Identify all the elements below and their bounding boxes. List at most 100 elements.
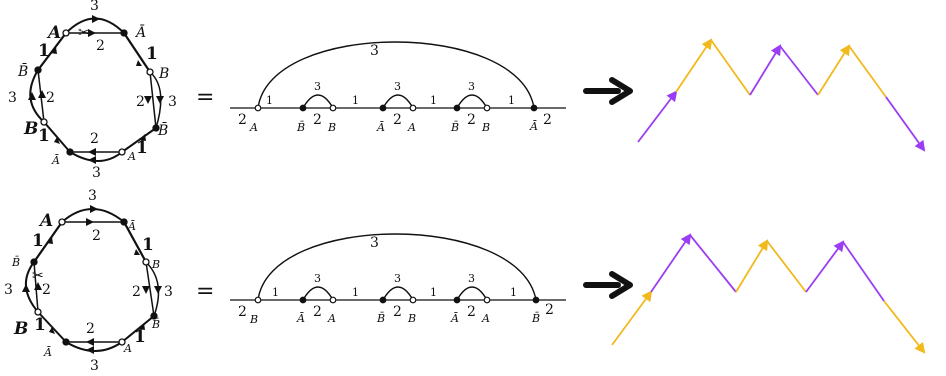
cell-right: B <box>407 312 416 325</box>
zigzag-segment <box>689 234 737 293</box>
label-A: A <box>38 211 53 231</box>
strip-cell: 3 Ā 2 A <box>376 80 416 134</box>
cell-left: B̄ <box>450 121 459 134</box>
equals-sign: = <box>196 85 214 110</box>
label-B-left: B <box>23 119 38 139</box>
label-A-bottom: A <box>123 342 132 355</box>
strip-right-sub: Ā <box>529 120 538 133</box>
link-label: 1 <box>352 94 359 107</box>
edge-label: 1 <box>34 315 46 335</box>
edge-label: 3 <box>4 282 13 298</box>
cell-right: A <box>407 121 416 134</box>
zigzag-segment <box>710 39 751 96</box>
edge-label: 3 <box>8 90 17 106</box>
edge-label: 2 <box>132 284 141 300</box>
edge-label: 3 <box>90 358 99 374</box>
label-Abar: Ā <box>127 220 136 233</box>
edge-label: 1 <box>32 231 44 251</box>
cell-mid: 2 <box>467 112 476 128</box>
zigzag-segment <box>848 45 887 98</box>
row1-chord-strip: 3 2 A 2 Ā 1 1 1 1 3 B̄ 2 B 3 Ā 2 A 3 B̄ … <box>230 41 566 134</box>
strip-right-end: 2 <box>543 112 552 128</box>
link-label: 1 <box>352 286 359 299</box>
cell-left: Ā <box>376 121 385 134</box>
label-Bbar-left: B̄ <box>11 256 20 269</box>
edge-label: 2 <box>96 38 105 54</box>
outer-arc-label: 3 <box>370 43 379 59</box>
cell-left: Ā <box>450 312 459 325</box>
cell-mid: 2 <box>393 112 402 128</box>
edge-label: 3 <box>92 165 101 181</box>
label-Abar-bottom: Ā <box>43 346 52 359</box>
row2-zigzag-path <box>611 233 926 354</box>
strip-cell: 3 Ā 2 A <box>296 272 336 325</box>
edge-label: 1 <box>38 41 50 61</box>
label-B: B <box>158 66 169 82</box>
edge-label: 1 <box>38 126 50 146</box>
zigzag-segment <box>637 90 678 143</box>
edge-label: 1 <box>146 44 158 64</box>
label-B: B <box>151 258 160 271</box>
link-label: 1 <box>508 94 515 107</box>
cell-top: 3 <box>314 80 321 93</box>
outer-arc-label: 3 <box>370 235 379 251</box>
edge-label: 2 <box>42 282 51 298</box>
edge-label: 1 <box>134 327 146 347</box>
edge-label: 1 <box>136 138 148 158</box>
cell-left: Ā <box>296 312 305 325</box>
row2-ring-diagram: ✂ A Ā B B̄ A Ā B B̄ 3 2 1 1 3 2 3 2 2 3 … <box>4 188 173 374</box>
edge-label: 2 <box>90 131 99 147</box>
row1-ring-diagram: ✂ A Ā B B̄ A Ā B B̄ 3 2 1 1 3 2 3 2 2 3 … <box>8 0 177 181</box>
row1-right-arrow-icon <box>583 77 633 105</box>
label-A-bottom: A <box>127 150 136 163</box>
cell-mid: 2 <box>313 304 322 320</box>
strip-cell: 3 B̄ 2 B <box>376 272 416 325</box>
zigzag-segment <box>749 44 782 96</box>
cell-top: 3 <box>394 272 401 285</box>
strip-cell: 3 B̄ 2 B <box>296 80 336 134</box>
strip-left-end: 2 <box>238 112 247 128</box>
strip-cell: 3 B̄ 2 B <box>450 80 490 134</box>
cell-top: 3 <box>468 80 475 93</box>
strip-left-end: 2 <box>238 304 247 320</box>
row2-right-arrow-icon <box>583 271 633 299</box>
zigzag-segment <box>650 233 692 293</box>
cell-right: A <box>327 312 336 325</box>
link-label: 1 <box>430 94 437 107</box>
zigzag-segment <box>883 300 926 354</box>
edge-label: 3 <box>168 94 177 110</box>
zigzag-segment <box>766 240 807 293</box>
strip-left-sub: A <box>249 121 258 134</box>
zigzag-segment <box>805 240 845 293</box>
label-B-left: B <box>13 319 28 339</box>
strip-right-end: 2 <box>545 302 554 318</box>
cell-left: B̄ <box>376 312 385 325</box>
cell-mid: 2 <box>313 112 322 128</box>
row1-zigzag-path <box>637 38 926 152</box>
zigzag-segment <box>735 239 769 293</box>
label-Abar-bottom: Ā <box>51 154 60 167</box>
edge-label: 1 <box>142 235 154 255</box>
cell-left: B̄ <box>296 121 305 134</box>
cell-top: 3 <box>468 272 475 285</box>
cell-right: B <box>481 121 490 134</box>
zigzag-segment <box>885 96 926 152</box>
cell-mid: 2 <box>467 304 476 320</box>
cell-mid: 2 <box>393 304 402 320</box>
edge-label: 2 <box>136 94 145 110</box>
zigzag-segment <box>817 44 851 96</box>
scissors-icon: ✂ <box>32 268 44 284</box>
strip-cell: 3 Ā 2 A <box>450 272 490 325</box>
edge-label: 3 <box>90 0 99 14</box>
zigzag-segment <box>779 45 819 96</box>
zigzag-segment <box>611 290 653 346</box>
link-label: 1 <box>266 94 273 107</box>
scissors-icon: ✂ <box>78 25 90 41</box>
edge-label: 2 <box>86 321 95 337</box>
cell-top: 3 <box>394 80 401 93</box>
row2-chord-strip: 3 2 B 2 B̄ 1 1 1 1 3 Ā 2 A 3 B̄ 2 B 3 Ā … <box>230 233 566 326</box>
label-A: A <box>46 23 61 43</box>
label-Bbar: B̄ <box>157 121 168 139</box>
zigzag-segment <box>842 241 885 302</box>
strip-left-sub: B <box>249 313 258 326</box>
